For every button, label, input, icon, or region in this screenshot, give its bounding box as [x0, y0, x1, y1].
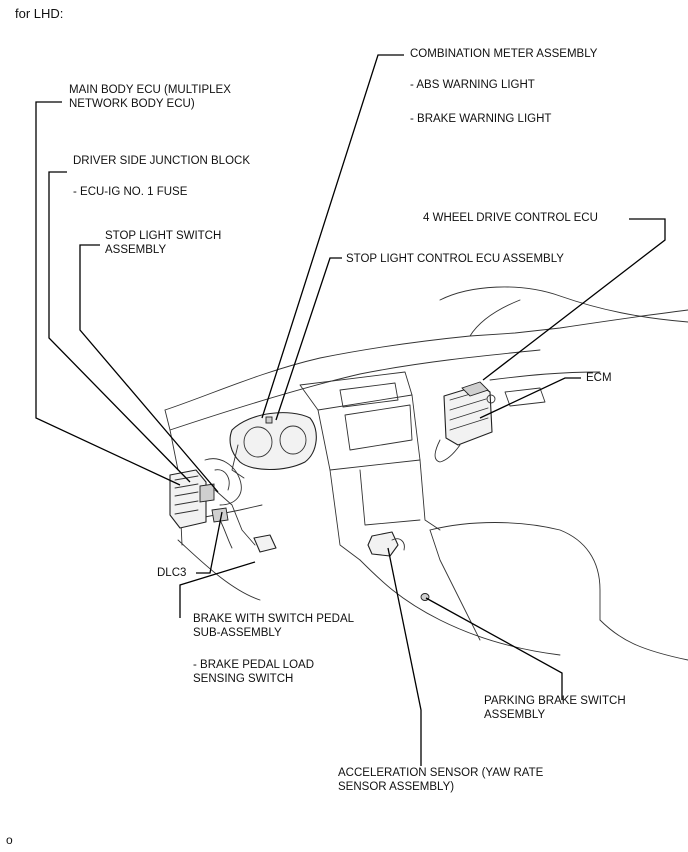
variant-heading: for LHD: — [15, 6, 64, 21]
dashboard-outline — [164, 286, 688, 661]
label-dlc3: DLC3 — [157, 567, 187, 579]
combination-meter-illustration — [229, 412, 317, 479]
label-ecm: ECM — [586, 372, 612, 384]
label-main-body-ecu: MAIN BODY ECU (MULTIPLEX NETWORK BODY EC… — [69, 84, 231, 110]
brake-pedal-illustration — [211, 489, 277, 553]
label-brake-load-switch: - BRAKE PEDAL LOAD SENSING SWITCH — [193, 659, 315, 685]
label-combination-meter: COMBINATION METER ASSEMBLY — [410, 48, 598, 60]
label-acceleration-sensor: ACCELERATION SENSOR (YAW RATE SENSOR ASS… — [338, 767, 544, 793]
ecm-illustration — [434, 381, 496, 463]
label-brake-warning-light: - BRAKE WARNING LIGHT — [410, 113, 552, 125]
leader-lines — [35, 54, 666, 766]
label-brake-pedal: BRAKE WITH SWITCH PEDAL SUB-ASSEMBLY — [193, 613, 355, 639]
label-driver-junction-block: DRIVER SIDE JUNCTION BLOCK — [73, 155, 250, 167]
label-parking-brake-switch: PARKING BRAKE SWITCH ASSEMBLY — [484, 695, 626, 721]
label-stop-light-switch: STOP LIGHT SWITCH ASSEMBLY — [105, 230, 222, 256]
figure-code: o — [6, 833, 13, 847]
label-4wd-control-ecu: 4 WHEEL DRIVE CONTROL ECU — [423, 212, 598, 224]
label-stop-light-control-ecu: STOP LIGHT CONTROL ECU ASSEMBLY — [346, 253, 564, 265]
label-ecu-ig-fuse: - ECU-IG NO. 1 FUSE — [73, 186, 188, 198]
label-abs-warning-light: - ABS WARNING LIGHT — [410, 79, 535, 91]
acceleration-sensor-illustration — [367, 531, 405, 557]
